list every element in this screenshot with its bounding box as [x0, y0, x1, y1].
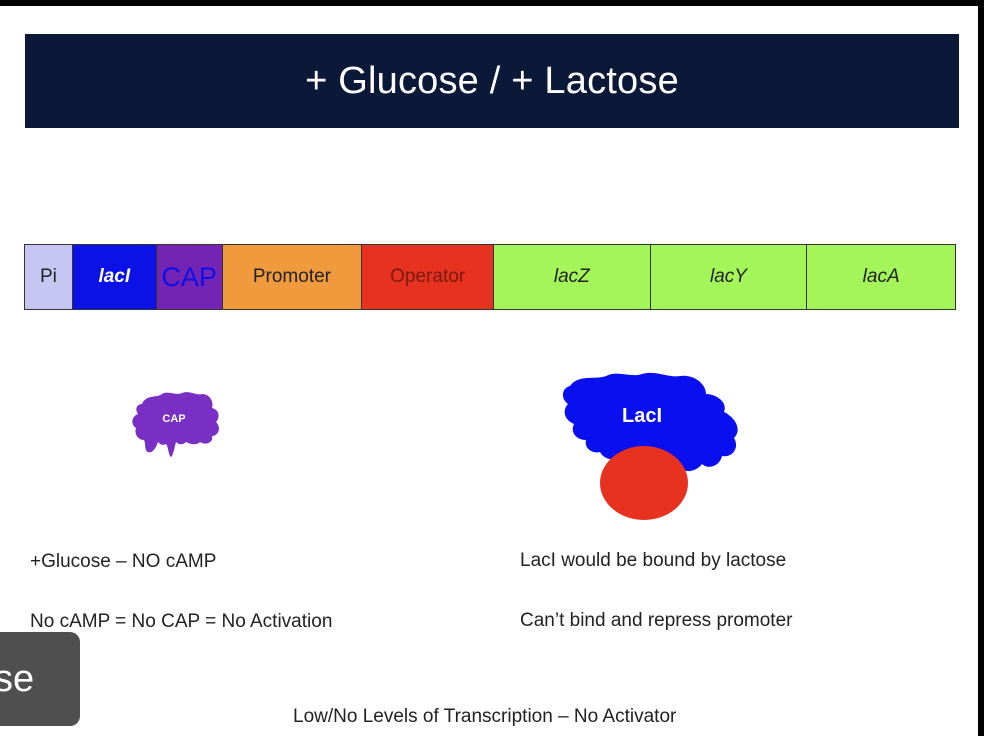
subtitle-overlay: se: [0, 632, 80, 726]
subtitle-overlay-text: se: [0, 658, 35, 700]
cap-protein-blob: CAP: [132, 392, 219, 457]
segment-cap-site: CAP: [156, 245, 223, 309]
laci-protein-label: LacI: [622, 405, 662, 427]
lactose-molecule: [600, 446, 688, 520]
segment-lacz: lacZ: [494, 245, 651, 309]
laci-protein-blob: LacI: [562, 372, 738, 520]
segment-promoter: Promoter: [222, 245, 363, 309]
caption-glucose-no-camp: +Glucose – NO cAMP: [30, 551, 217, 572]
segment-operator: Operator: [362, 245, 494, 309]
caption-cant-repress: Can’t bind and repress promoter: [520, 610, 793, 631]
laci-blob-shape: [562, 372, 738, 472]
cap-blob-shape: [132, 392, 219, 457]
cap-protein-label: CAP: [162, 413, 185, 425]
caption-transcription-level: Low/No Levels of Transcription – No Acti…: [293, 706, 677, 727]
lac-operon-gene-track: Pi lacI CAP Promoter Operator lacZ lacY …: [24, 244, 956, 310]
segment-lacy: lacY: [650, 245, 808, 309]
slide-title: + Glucose / + Lactose: [305, 59, 679, 102]
segment-pi: Pi: [25, 245, 73, 309]
caption-laci-bound-lactose: LacI would be bound by lactose: [520, 550, 787, 571]
caption-no-activation: No cAMP = No CAP = No Activation: [30, 611, 333, 632]
slide: + Glucose / + Lactose Pi lacI CAP Promot…: [0, 6, 978, 736]
title-bar: + Glucose / + Lactose: [25, 34, 959, 128]
segment-laca: lacA: [807, 245, 955, 309]
segment-laci: lacI: [72, 245, 157, 309]
